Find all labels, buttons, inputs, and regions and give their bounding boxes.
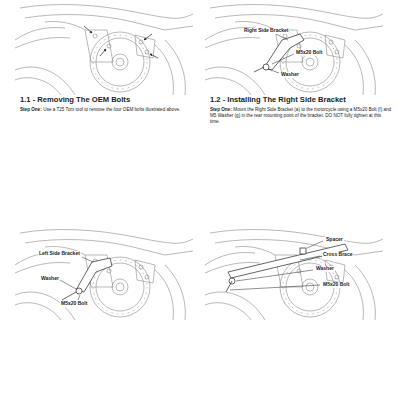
part-label: Washer: [315, 266, 335, 272]
part-label: M5x20 Bolt: [295, 50, 323, 56]
part-label: M5x20 Bolt: [322, 282, 350, 288]
part-label: Left Side Bracket: [38, 251, 81, 257]
step-text: Use a T25 Torx tool to remove the four O…: [43, 107, 180, 112]
part-label: Right Side Bracket: [243, 28, 289, 34]
section-heading: 1.2 - Installing The Right Side Bracket: [210, 96, 346, 104]
step-label: Step One:: [20, 107, 42, 112]
part-label: Washer: [280, 72, 300, 78]
part-label: Spacer: [325, 237, 344, 243]
step-text: Step One:Use a T25 Torx tool to remove t…: [20, 107, 202, 113]
part-label: M5x20 Bolt: [60, 301, 88, 307]
section-heading: 1.1 - Removing The OEM Bolts: [20, 96, 130, 104]
step-label: Step One:: [210, 107, 232, 112]
part-label: Cross Brace: [322, 252, 353, 258]
step-text: Mount the Right Side Bracket (a) to the …: [210, 107, 391, 124]
step-text: Step One:Mount the Right Side Bracket (a…: [210, 107, 392, 125]
part-label: Washer: [40, 276, 60, 282]
